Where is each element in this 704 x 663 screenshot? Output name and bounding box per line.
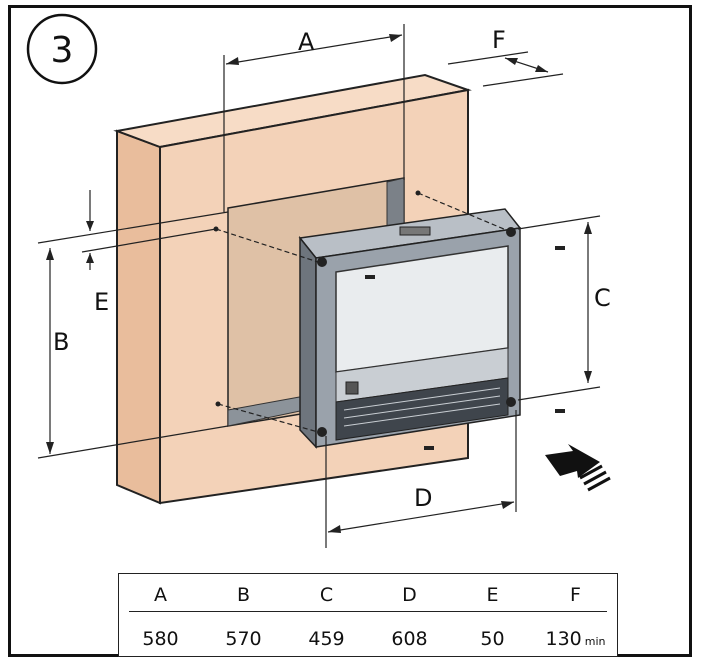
table-value-text: 130 <box>545 628 582 650</box>
table-value-cell: 580 <box>142 628 179 650</box>
arrowhead <box>46 248 54 260</box>
step-badge: 3 <box>26 13 98 85</box>
guide-line <box>215 228 319 263</box>
table-header-cell: B <box>236 584 251 606</box>
table-unit-min: min <box>584 635 606 648</box>
dimension-label-c: C <box>594 284 611 312</box>
vent-slat <box>343 395 501 419</box>
airflow-arrow-head <box>545 444 600 478</box>
unit-vent-grille <box>335 377 509 441</box>
table-header-cell: D <box>402 584 417 606</box>
extension-line <box>81 228 217 253</box>
arrowheads <box>46 34 592 533</box>
vent-slat <box>343 403 501 427</box>
airflow-stripe <box>579 464 603 480</box>
mounting-screw-icon <box>555 409 565 413</box>
table-header-cell: C <box>319 584 334 606</box>
extension-line <box>482 73 564 87</box>
extension-line <box>517 215 601 230</box>
mounting-screw-icon <box>317 257 327 267</box>
table-header-cell: E <box>486 584 499 606</box>
mounting-screw-icon <box>365 275 375 279</box>
airflow-stripe <box>587 476 611 492</box>
airflow-stripe <box>583 470 607 486</box>
arrowhead <box>505 58 518 65</box>
extension-line <box>37 425 229 459</box>
mounting-screw-icon <box>555 246 565 250</box>
guide-line <box>417 192 512 233</box>
arrowhead <box>535 65 548 72</box>
arrowhead <box>86 221 94 231</box>
guide-line <box>217 403 319 433</box>
dimension-label-a: A <box>298 28 315 56</box>
step-number: 3 <box>51 30 74 71</box>
vent-slats <box>343 387 501 427</box>
table-value-cell: 570 <box>225 628 262 650</box>
dimension-d-line <box>327 501 515 533</box>
arrowhead <box>501 501 514 509</box>
extension-line <box>37 211 229 244</box>
dimension-label-e: E <box>94 288 109 316</box>
table-value-cell: 459 <box>308 628 345 650</box>
mounting-screw-icon <box>506 397 516 407</box>
dimension-label-f: F <box>492 26 506 54</box>
table-value-cell: 50 <box>480 628 505 650</box>
screws <box>213 190 565 450</box>
table-header-row: A B C D E F <box>119 584 617 606</box>
unit-top-bracket <box>399 226 431 236</box>
dimension-label-d: D <box>414 484 432 512</box>
mounting-screw-icon <box>317 427 327 437</box>
vent-slat <box>343 387 501 411</box>
arrowhead <box>86 253 94 263</box>
arrowhead <box>389 34 402 42</box>
mounting-screw-icon <box>424 446 434 450</box>
step-badge-circle <box>26 13 98 85</box>
extension-line <box>447 51 529 65</box>
fireplace-unit <box>298 208 522 449</box>
arrowhead <box>226 57 239 65</box>
table-header-cell: F <box>570 584 581 606</box>
unit-switch <box>345 381 359 395</box>
table-divider <box>129 611 607 612</box>
table-value-cell: 608 <box>391 628 428 650</box>
dimension-a-line <box>225 34 403 65</box>
arrowhead <box>584 222 592 234</box>
airflow-arrow-icon <box>545 444 611 492</box>
arrowhead <box>328 525 341 533</box>
unit-side <box>299 235 317 449</box>
arrowhead <box>46 442 54 454</box>
extension-line <box>517 386 601 401</box>
wall-side-face <box>116 129 161 505</box>
dimension-label-b: B <box>53 328 69 356</box>
arrowhead <box>584 371 592 383</box>
table-header-cell: A <box>154 584 167 606</box>
